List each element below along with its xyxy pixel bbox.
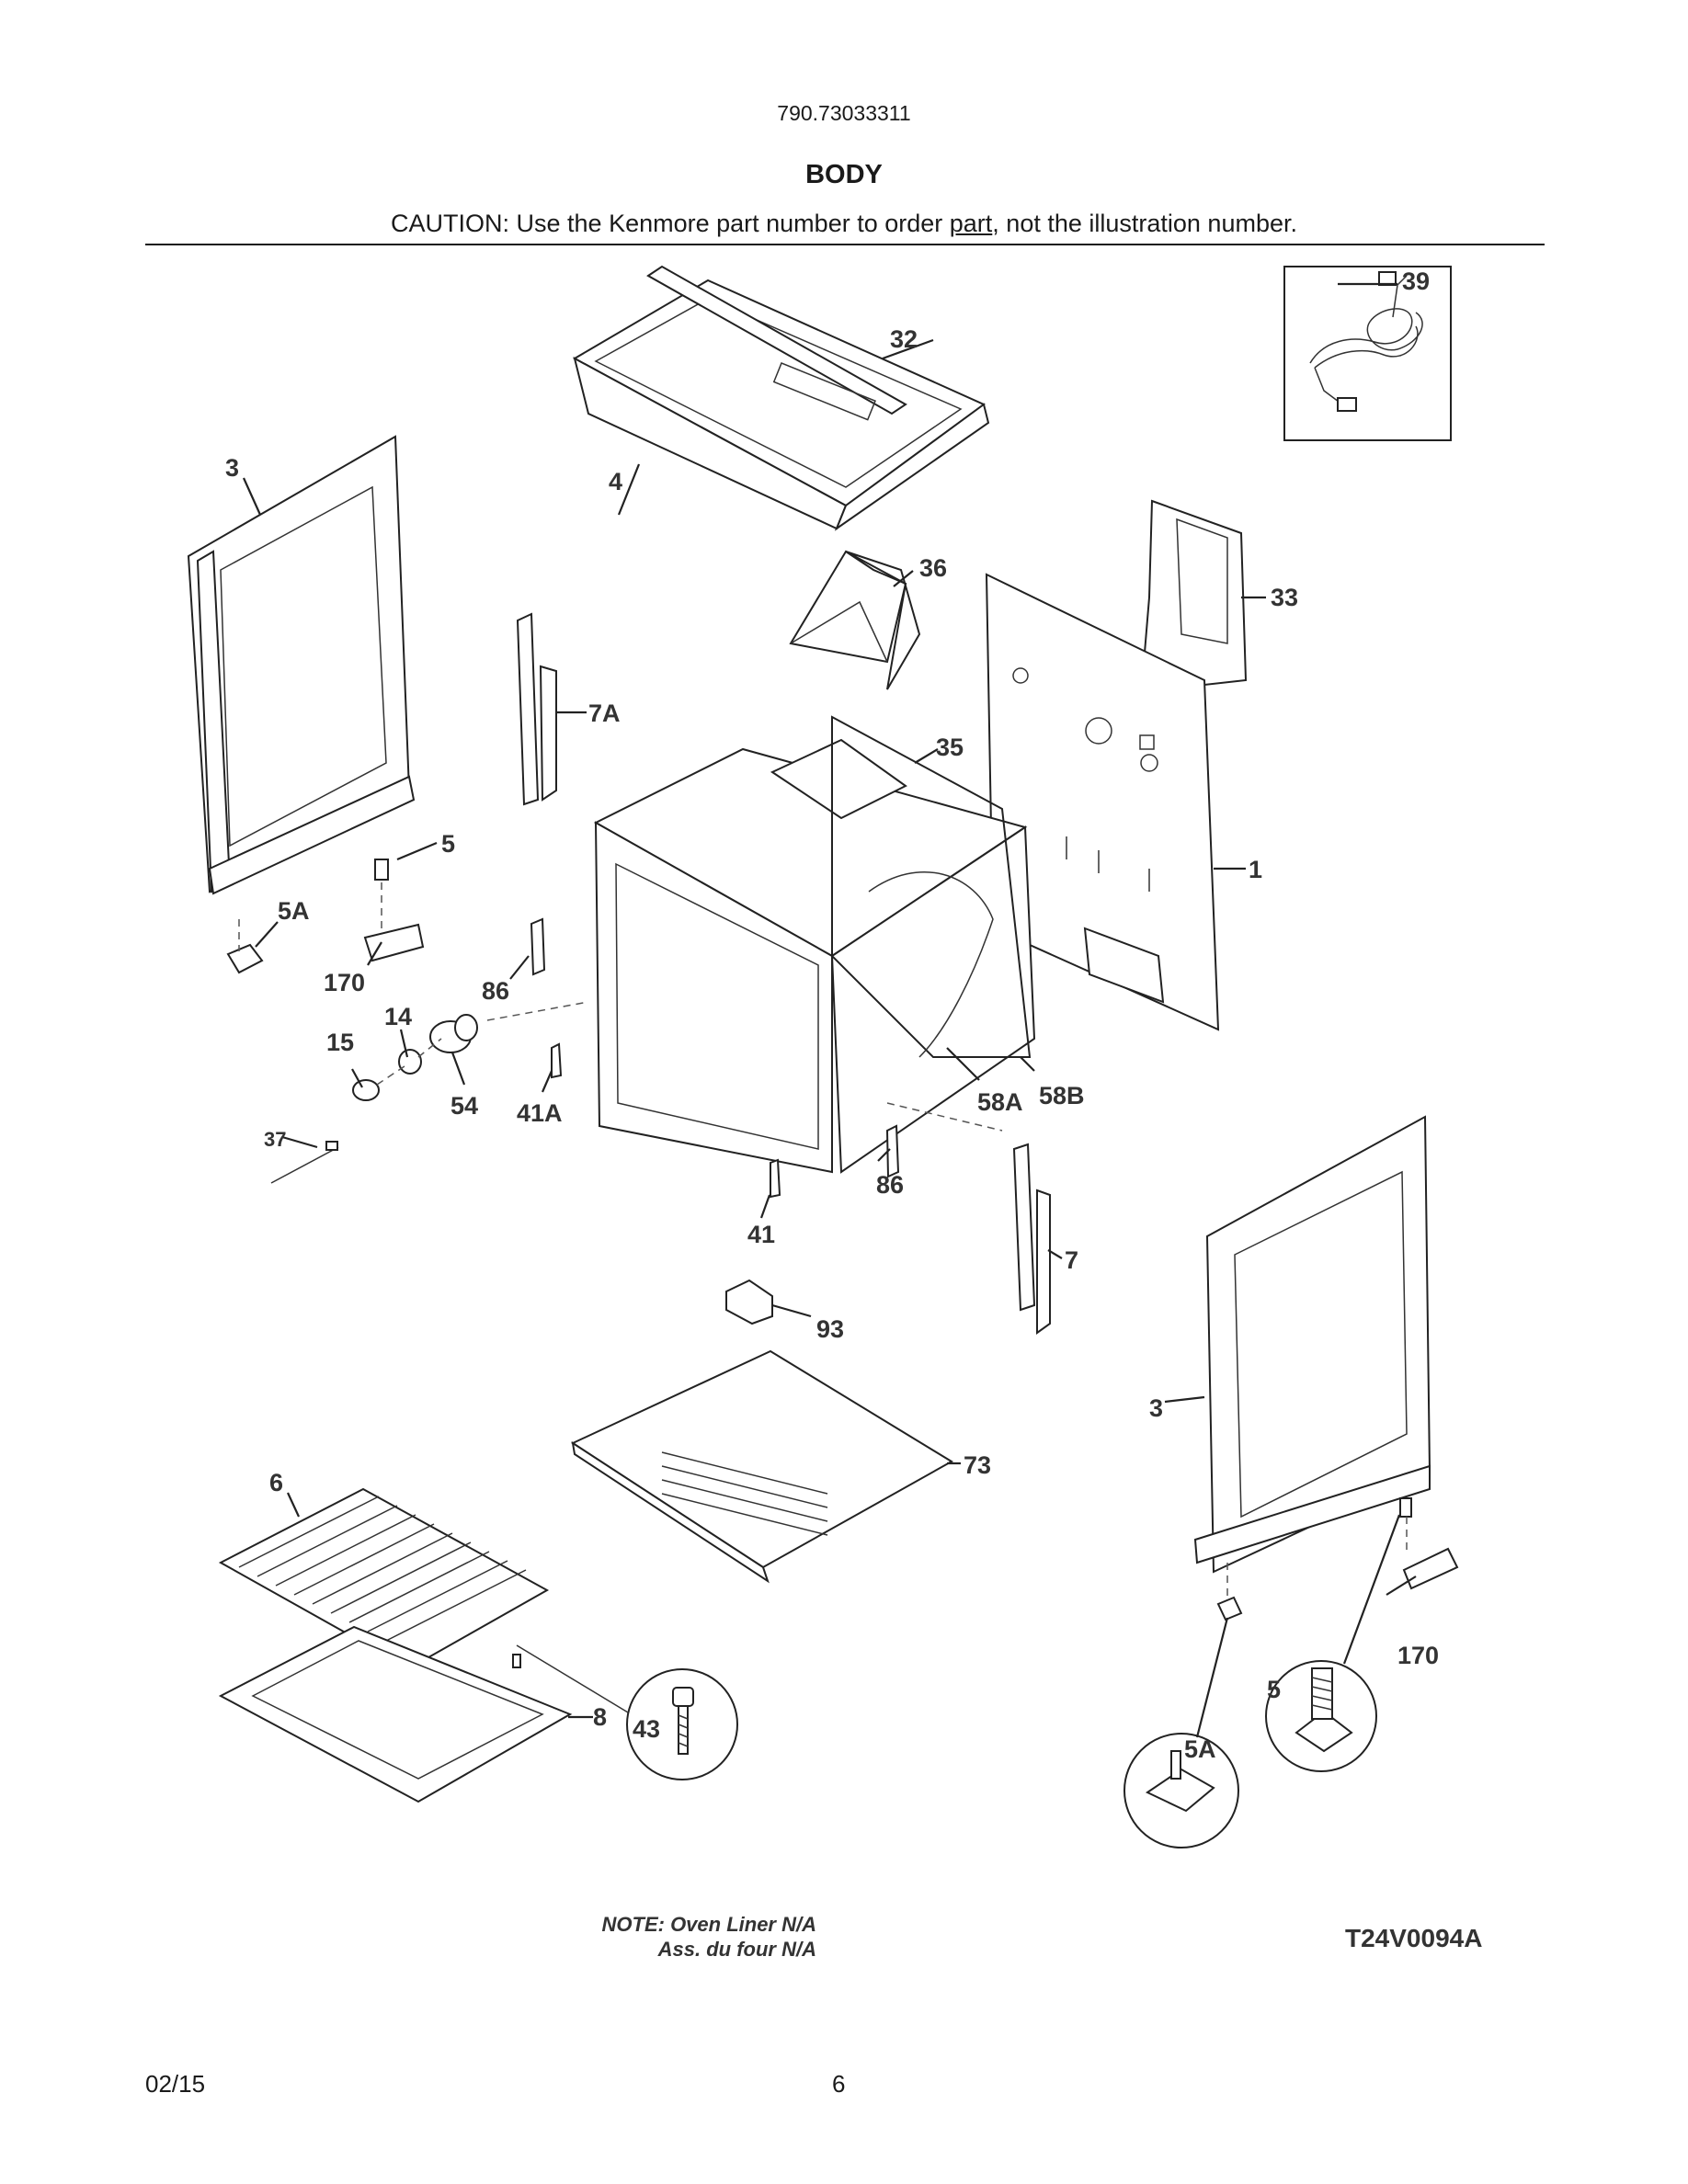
callout-label: 3 [225, 454, 239, 482]
part-93-cover[interactable] [725, 1279, 773, 1325]
part-5a-leg-bracket-left[interactable] [226, 943, 264, 974]
callout-label: 170 [1397, 1642, 1439, 1669]
part-1-back-panel[interactable] [985, 573, 1220, 1031]
callout-label: 41 [747, 1221, 775, 1248]
callout-label: 58B [1039, 1082, 1085, 1109]
part-86-right-bracket[interactable] [885, 1124, 900, 1178]
part-86-left-bracket[interactable] [530, 917, 546, 976]
part-3-right-side-panel[interactable] [1193, 1115, 1431, 1574]
callout-label: 35 [936, 734, 964, 761]
part-58a-58b-insulation[interactable] [831, 715, 1032, 1058]
part-36-vent-duct[interactable] [789, 550, 921, 690]
part-54-lamp-lens[interactable] [429, 1014, 478, 1053]
part-41a-clip[interactable] [551, 1042, 563, 1079]
section-title: BODY [805, 160, 883, 189]
callout-labels: 39 32 4 3 36 33 7A 35 5 1 5A 170 86 14 1… [225, 267, 1439, 1763]
callout-label: 14 [384, 1003, 412, 1030]
callout-label: 6 [269, 1469, 283, 1496]
part-73-bottom-panel[interactable] [570, 1349, 953, 1584]
callout-label: 86 [482, 977, 509, 1005]
part-5a-leg-bracket-detail[interactable] [1123, 1596, 1243, 1848]
part-15-lamp-bulb[interactable] [352, 1079, 380, 1101]
part-5-leveling-leg-left[interactable] [374, 859, 389, 881]
part-14-lamp-socket[interactable] [398, 1049, 422, 1075]
callout-label: 7 [1065, 1246, 1078, 1274]
caution-part-link[interactable]: part [949, 210, 993, 237]
note-french: Ass. du four N/A [657, 1938, 816, 1961]
callout-label: 15 [326, 1029, 354, 1056]
alignment-dashes [238, 882, 1408, 1599]
callout-label: 8 [593, 1703, 607, 1731]
callout-label: 32 [890, 325, 918, 353]
part-8-tray[interactable] [218, 1625, 573, 1803]
callout-label: 4 [609, 468, 622, 495]
part-41-clip[interactable] [770, 1158, 781, 1199]
part-33-rear-vent-panel[interactable] [1143, 499, 1248, 687]
callout-label: 41A [517, 1099, 563, 1127]
callout-label: 3 [1149, 1394, 1163, 1422]
part-170-anti-tip-bracket-left[interactable] [363, 923, 425, 962]
callout-label: 93 [816, 1315, 844, 1343]
caution-text: CAUTION: Use the Kenmore part number to … [0, 210, 1688, 238]
callout-label: 1 [1249, 856, 1262, 883]
callout-label: 73 [964, 1451, 991, 1479]
part-32-top-bracket[interactable] [646, 265, 907, 421]
part-4-top-frame[interactable] [572, 279, 990, 531]
leader-lines [242, 282, 1417, 1738]
callout-label: 39 [1402, 267, 1430, 295]
part-35-insulation-panel[interactable] [770, 738, 907, 820]
callout-label: 5 [1267, 1676, 1281, 1703]
part-5-leveling-leg-detail[interactable] [1265, 1497, 1412, 1772]
oven-cavity-body[interactable] [593, 747, 1036, 1174]
callout-label: 33 [1271, 584, 1298, 611]
part-43-screw-detail[interactable] [512, 1644, 738, 1780]
callout-label: 5A [1184, 1735, 1216, 1763]
callout-label: 170 [324, 969, 365, 996]
oven-liner-note: NOTE: Oven Liner N/A Ass. du four N/A [602, 1912, 816, 1962]
callout-label: 7A [588, 700, 621, 727]
part-7-right-rail[interactable] [1012, 1143, 1051, 1335]
caution-suffix: , not the illustration number. [992, 210, 1297, 237]
callout-label: 5A [278, 897, 310, 925]
part-3-left-side-panel[interactable] [187, 435, 416, 895]
part-7a-left-rail[interactable] [516, 612, 557, 806]
header-divider [145, 244, 1545, 245]
page-number: 6 [832, 2070, 846, 2098]
diagram-code: T24V0094A [1345, 1924, 1483, 1952]
callout-label: 86 [876, 1171, 904, 1199]
model-number: 790.73033311 [777, 101, 911, 125]
part-170-anti-tip-bracket-right[interactable] [1402, 1547, 1459, 1590]
callout-label: 43 [633, 1715, 660, 1743]
part-39-power-cord[interactable] [1283, 266, 1452, 441]
callout-label: 36 [919, 554, 947, 582]
callout-label: 54 [451, 1092, 478, 1120]
callout-label: 37 [264, 1128, 286, 1151]
callout-label: 5 [441, 830, 455, 858]
callout-label: 58A [977, 1088, 1023, 1116]
note-english: NOTE: Oven Liner N/A [601, 1913, 816, 1936]
part-37-sensor[interactable] [270, 1141, 339, 1184]
caution-prefix: CAUTION: Use the Kenmore part number to … [391, 210, 950, 237]
footer-date: 02/15 [145, 2070, 206, 2098]
